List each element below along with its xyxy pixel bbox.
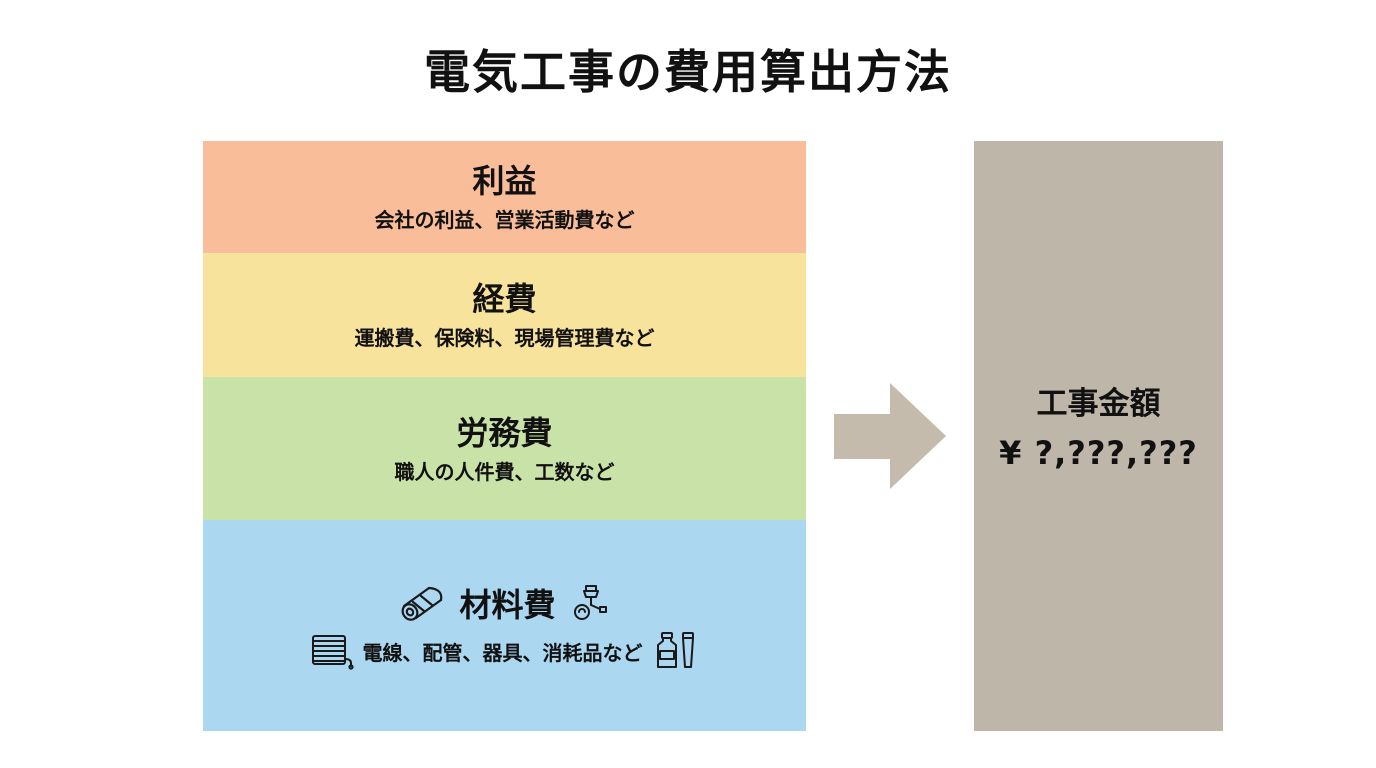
layer-expenses-description: 運搬費、保険料、現場管理費など (354, 326, 655, 350)
layer-profit-title: 利益 (472, 162, 537, 200)
page-title: 電気工事の費用算出方法 (424, 45, 952, 99)
conduit-pipe-icon (399, 583, 447, 627)
total-cost-label: 工事金額 (1036, 386, 1161, 422)
light-fixture-icon (570, 583, 610, 627)
layer-labor-title: 労務費 (456, 413, 553, 452)
layer-labor-description: 職人の人件費、工数など (394, 459, 615, 484)
layer-materials-description: 電線、配管、器具、消耗品など (362, 640, 643, 665)
layer-profit-description: 会社の利益、営業活動費など (374, 208, 635, 232)
result-arrow-icon (834, 383, 946, 493)
materials-description-row: 電線、配管、器具、消耗品など (309, 631, 701, 675)
layer-materials-title: 材料費 (459, 585, 556, 624)
cable-reel-icon (309, 632, 355, 674)
layer-materials: 材料費 (203, 520, 806, 731)
materials-title-row: 材料費 (399, 583, 609, 627)
layer-labor: 労務費 職人の人件費、工数など (203, 377, 806, 520)
layer-profit: 利益 会社の利益、営業活動費など (203, 141, 806, 253)
total-cost-panel: 工事金額 ¥ ?,???,??? (974, 141, 1223, 731)
consumables-bottles-icon (653, 631, 701, 675)
total-cost-amount: ¥ ?,???,??? (999, 434, 1198, 472)
layer-expenses-title: 経費 (472, 280, 537, 318)
cost-layer-stack: 利益 会社の利益、営業活動費など 経費 運搬費、保険料、現場管理費など 労務費 … (203, 141, 806, 731)
layer-expenses: 経費 運搬費、保険料、現場管理費など (203, 253, 806, 377)
